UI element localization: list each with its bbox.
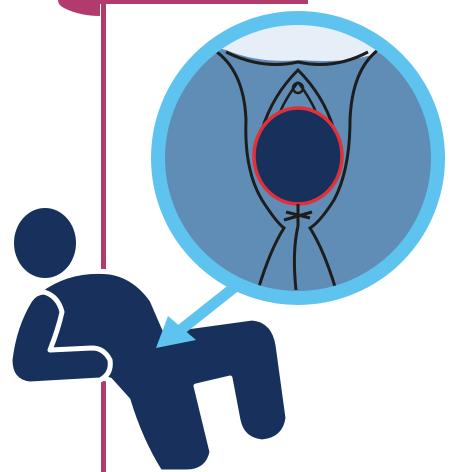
lens-highlight-area: [254, 108, 342, 204]
person-head: [14, 208, 76, 278]
stirrup-foot: [58, 0, 100, 16]
pole-vertical: [101, 0, 106, 472]
magnifier-lens-icon: [150, 0, 450, 298]
pole-crossbar: [100, 0, 308, 4]
lens-top-skin: [150, 0, 450, 61]
